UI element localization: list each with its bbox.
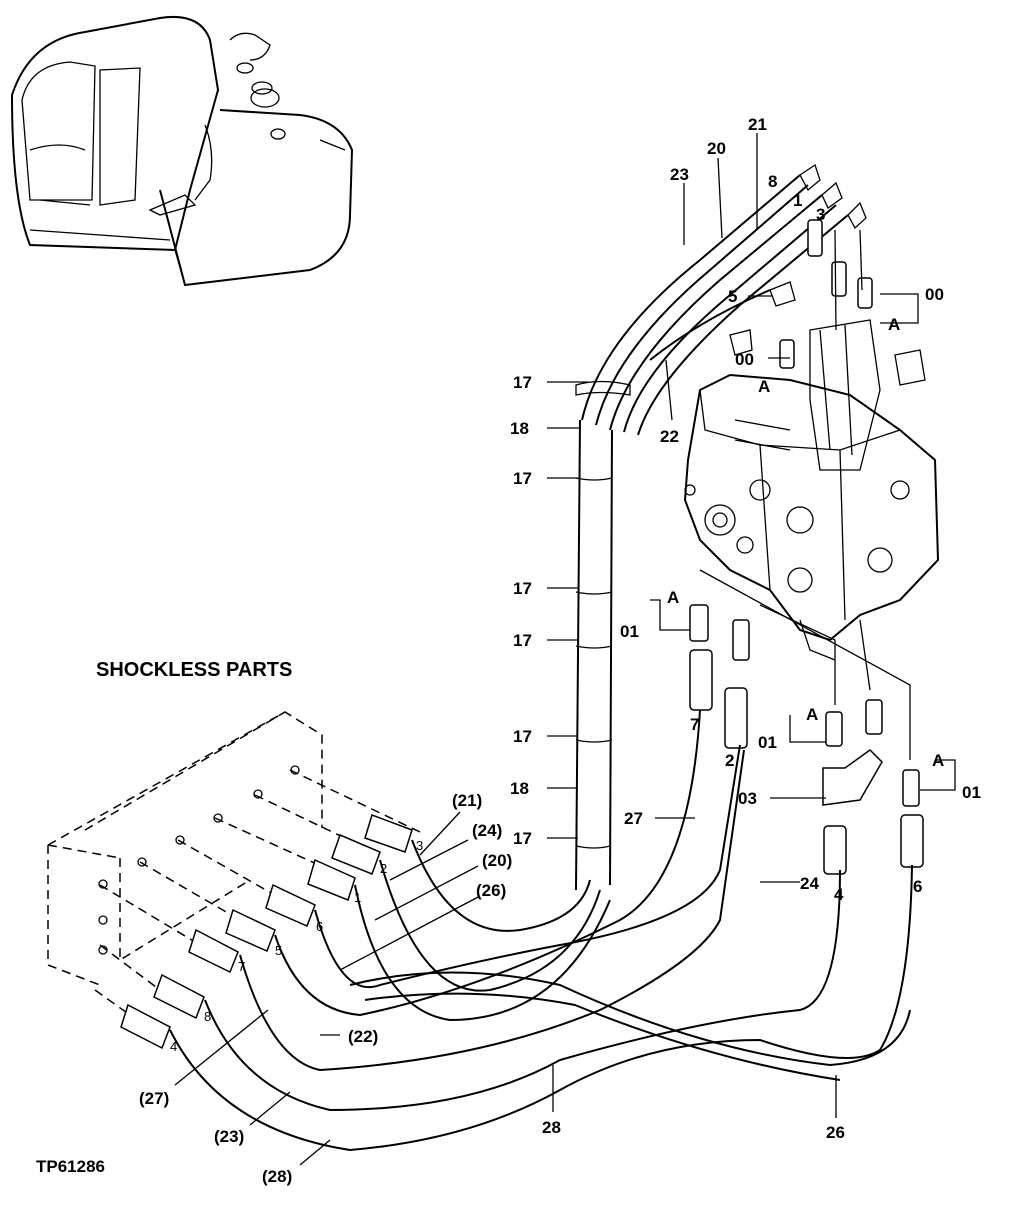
callout-A-left: A xyxy=(667,588,679,607)
valve-guide-lines xyxy=(699,229,911,760)
callout-A-mid: A xyxy=(758,377,770,396)
excavator-cab-sketch xyxy=(10,16,354,287)
callout-22: 22 xyxy=(660,427,679,446)
leader-lines xyxy=(174,133,956,1166)
callout-paren-27: (27) xyxy=(139,1089,169,1108)
callout-paren-22: (22) xyxy=(348,1027,378,1046)
callout-03: 03 xyxy=(738,789,757,808)
figure-id: TP61286 xyxy=(36,1157,105,1176)
callout-5: 5 xyxy=(728,287,737,306)
callout-24: 24 xyxy=(800,874,819,893)
callout-21: 21 xyxy=(748,115,767,134)
callout-00-mid: 00 xyxy=(735,350,754,369)
callout-17-5: 17 xyxy=(513,727,532,746)
callout-1: 1 xyxy=(793,191,802,210)
port-number: 1 xyxy=(354,890,361,905)
callout-paren-28: (28) xyxy=(262,1167,292,1186)
valve-fittings xyxy=(689,219,924,875)
callout-18-2: 18 xyxy=(510,779,529,798)
callout-paren-20: (20) xyxy=(482,851,512,870)
port-number: 5 xyxy=(275,943,282,958)
callout-28: 28 xyxy=(542,1118,561,1137)
callout-A-center: A xyxy=(806,705,818,724)
upper-hose-bundle xyxy=(575,163,867,891)
callout-A-right: A xyxy=(932,751,944,770)
callout-01-center: 01 xyxy=(758,733,777,752)
callout-paren-24: (24) xyxy=(472,821,502,840)
port-number: 8 xyxy=(204,1009,211,1024)
control-valve-block xyxy=(683,319,940,661)
lower-hoses xyxy=(169,709,913,1152)
callout-27: 27 xyxy=(624,809,643,828)
callout-paren-23: (23) xyxy=(214,1127,244,1146)
callout-17-2: 17 xyxy=(513,469,532,488)
callout-8: 8 xyxy=(768,172,777,191)
callout-01-left: 01 xyxy=(620,622,639,641)
callout-labels: 23 20 21 8 1 3 00 A 5 00 A 22 17 18 17 1… xyxy=(139,115,981,1186)
callout-17-1: 17 xyxy=(513,373,532,392)
callout-paren-21: (21) xyxy=(452,791,482,810)
callout-01-right: 01 xyxy=(962,783,981,802)
callout-20: 20 xyxy=(707,139,726,158)
callout-17-6: 17 xyxy=(513,829,532,848)
callout-17-3: 17 xyxy=(513,579,532,598)
callout-4: 4 xyxy=(834,885,844,904)
diagram-title: SHOCKLESS PARTS xyxy=(96,659,292,681)
callout-23: 23 xyxy=(670,165,689,184)
callout-paren-26: (26) xyxy=(476,881,506,900)
callout-3: 3 xyxy=(816,205,825,224)
port-number: 2 xyxy=(380,861,387,876)
port-number: 6 xyxy=(316,919,323,934)
callout-00-top: 00 xyxy=(925,285,944,304)
port-number: 4 xyxy=(170,1039,177,1054)
callout-6: 6 xyxy=(913,877,922,896)
shockless-fittings xyxy=(120,814,413,1050)
callout-17-4: 17 xyxy=(513,631,532,650)
callout-A-top: A xyxy=(888,315,900,334)
callout-7: 7 xyxy=(690,715,699,734)
port-number: 3 xyxy=(416,838,423,853)
callout-2: 2 xyxy=(725,751,734,770)
callout-18-1: 18 xyxy=(510,419,529,438)
port-number: 7 xyxy=(238,959,245,974)
port-number-labels: 3 2 1 6 5 7 8 4 xyxy=(170,838,423,1054)
callout-26: 26 xyxy=(826,1123,845,1142)
shockless-valve-block xyxy=(47,711,421,1016)
